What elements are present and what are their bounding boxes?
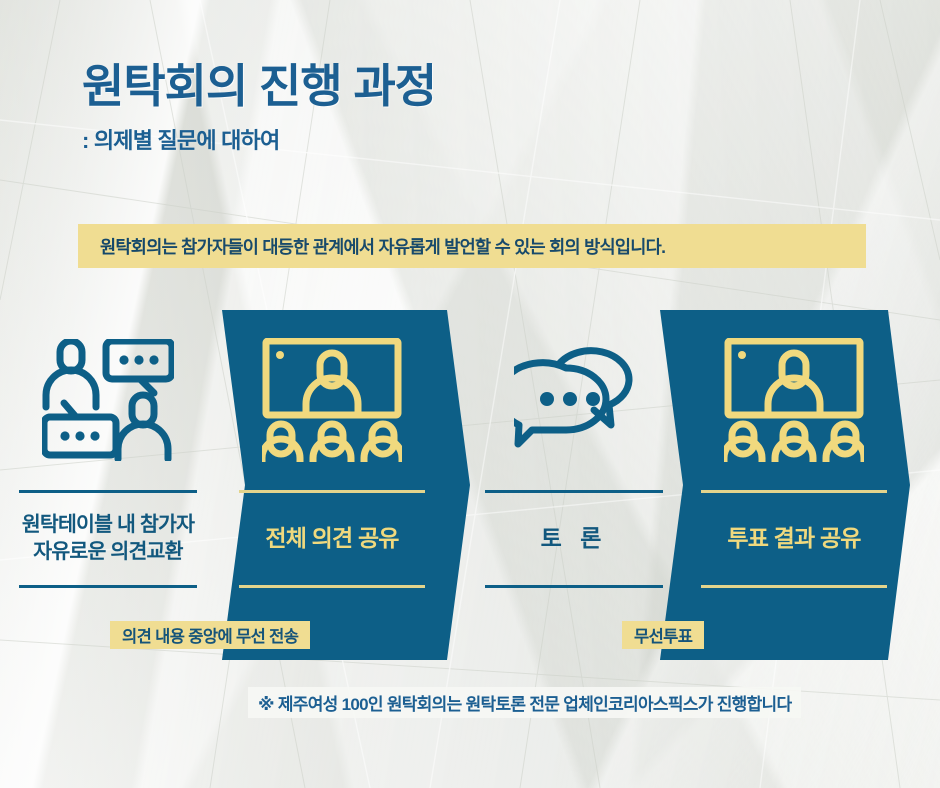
definition-text: 는 참가자들이 대등한 관계에서 자유롭게 발언할 수 있는 회의 방식입니다. [161, 236, 666, 257]
step-2-icon-wrap [262, 310, 402, 490]
step-3: 토 론 [482, 310, 666, 660]
footer-note-company: 코리아스픽스 [608, 695, 698, 714]
step-3-label: 토 론 [540, 525, 608, 552]
definition-keyword: 원탁회의 [100, 236, 162, 257]
step-3-icon-wrap [514, 310, 634, 490]
step-2-label: 전체 의견 공유 [265, 525, 399, 552]
blue-chevron-shapes-icon [222, 310, 910, 660]
tag-wireless-transmit: 의견 내용 중앙에 무선 전송 [110, 621, 311, 649]
step-4-icon-wrap [724, 310, 864, 490]
two-people-speech-bubbles-icon [42, 339, 174, 461]
step-2-rule-top [239, 490, 425, 493]
footer-note-prefix: ※ 제주여성 100인 원탁회의는 원탁토론 전문 업체인 [258, 695, 609, 714]
page-subtitle: : 의제별 질문에 대하여 [82, 127, 280, 153]
step-1-rule-bottom [19, 585, 197, 588]
step-3-rule-top [485, 490, 663, 493]
step-2: 전체 의견 공유 [232, 310, 432, 660]
page-title: 원탁회의 진행 과정 [82, 60, 437, 112]
step-2-rule-bottom [239, 585, 425, 588]
two-speech-bubbles-icon [514, 347, 633, 448]
presentation-audience-icon [262, 338, 402, 462]
step-4: 투표 결과 공유 [692, 310, 896, 660]
presentation-audience-icon [724, 338, 864, 462]
step-1: 원탁테이블 내 참가자 자유로운 의견교환 [10, 310, 206, 660]
step-4-label: 투표 결과 공유 [727, 525, 861, 552]
step-1-icon-wrap [42, 310, 174, 490]
tag-wireless-vote: 무선투표 [622, 621, 705, 649]
footer-note-suffix: 가 진행합니다 [697, 695, 792, 714]
step-3-rule-bottom [485, 585, 663, 588]
process-steps: 원탁테이블 내 참가자 자유로운 의견교환 [0, 310, 940, 660]
step-1-rule-top [19, 490, 197, 493]
step-1-label: 원탁테이블 내 참가자 자유로운 의견교환 [21, 513, 195, 563]
title-block: 원탁회의 진행 과정 : 의제별 질문에 대하여 [82, 60, 437, 155]
step-4-rule-bottom [701, 585, 887, 588]
step-4-rule-top [701, 490, 887, 493]
